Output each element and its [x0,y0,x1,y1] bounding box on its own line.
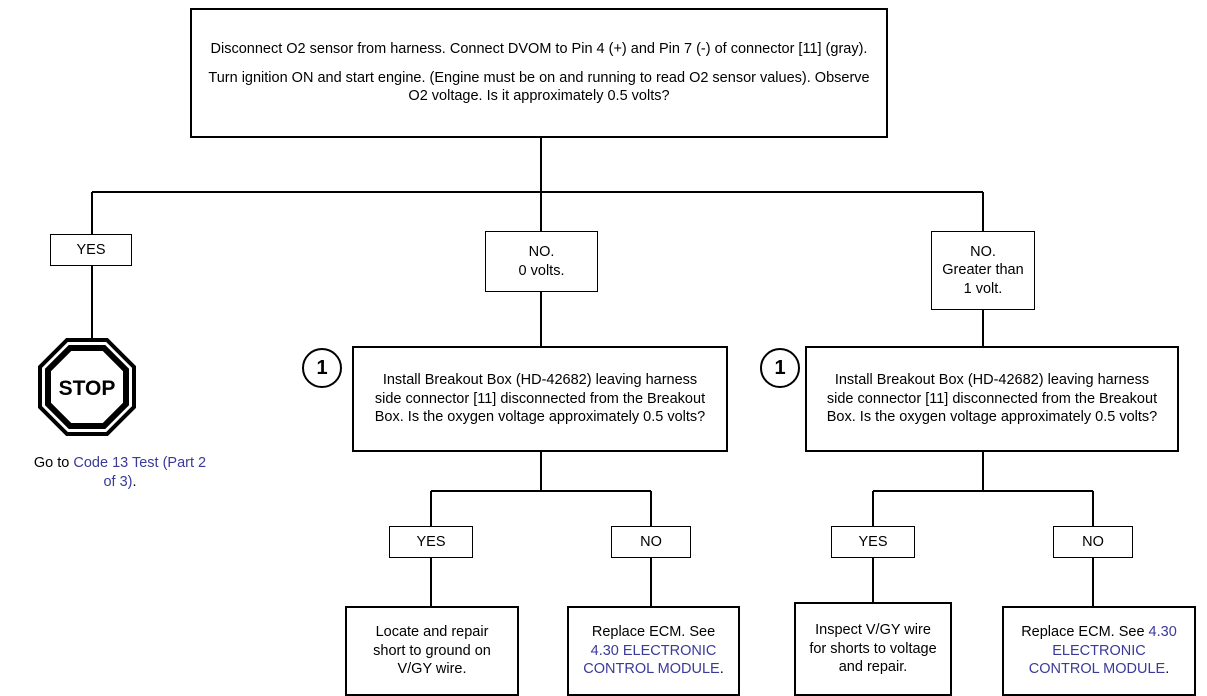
right-no-action-suffix: . [1165,661,1170,678]
stop-sign-icon: STOP [38,338,136,436]
goto-code13-link[interactable]: Code 13 Test (Part 2 of 3) [73,455,207,490]
right-no-action-box: Replace ECM. See 4.30 ELECTRONIC CONTROL… [1002,606,1196,696]
right-no-label: NO [1053,526,1133,558]
right-yes-label: YES [831,526,915,558]
step-marker-right: 1 [760,348,800,388]
answer-no-greater-than-1-volt-label: NO. Greater than 1 volt. [931,231,1035,310]
goto-prefix: Go to [33,455,74,471]
left-ecm-link[interactable]: 4.30 ELECTRONIC CONTROL MODULE [583,642,720,678]
left-no-action-box: Replace ECM. See 4.30 ELECTRONIC CONTROL… [567,606,740,696]
goto-suffix: . [132,473,137,490]
top-question-step1: Disconnect O2 sensor from harness. Conne… [210,41,868,58]
left-no-label: NO [611,526,691,558]
answer-no-zero-volts-label: NO. 0 volts. [485,231,598,292]
answer-yes-label: YES [50,234,132,266]
right-breakout-question-box: Install Breakout Box (HD-42682) leaving … [805,346,1179,452]
left-no-action-prefix: Replace ECM. See [591,624,716,641]
left-yes-action-box: Locate and repair short to ground on V/G… [345,606,519,696]
step-marker-left: 1 [302,348,342,388]
top-question-step2: Turn ignition ON and start engine. (Engi… [208,69,870,105]
right-ecm-link[interactable]: 4.30 ELECTRONIC CONTROL MODULE [1028,624,1177,678]
left-breakout-question-box: Install Breakout Box (HD-42682) leaving … [352,346,728,452]
left-yes-label: YES [389,526,473,558]
goto-instruction: Go to Code 13 Test (Part 2 of 3). [30,454,210,492]
right-yes-action-box: Inspect V/GY wire for shorts to voltage … [794,602,952,696]
top-question-box: Disconnect O2 sensor from harness. Conne… [190,8,888,138]
stop-sign-text: STOP [59,377,116,400]
right-no-action-prefix: Replace ECM. See [1021,624,1149,641]
left-no-action-suffix: . [719,661,724,678]
